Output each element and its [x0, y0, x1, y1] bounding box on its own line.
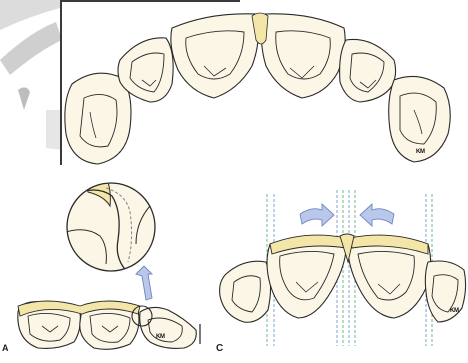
arrow-right-icon	[300, 204, 334, 226]
artist-signature: ΚΜ	[156, 334, 165, 340]
tooth-right-central-incisor	[261, 14, 345, 98]
tooth-left-central-incisor	[171, 14, 258, 98]
tooth-left-canine	[65, 73, 131, 164]
panel-label-c: C	[216, 343, 223, 354]
panel-label-a: A	[2, 343, 9, 353]
zoom-detail	[66, 172, 155, 276]
arch-facial-view	[220, 237, 466, 322]
arrow-up-icon	[136, 266, 152, 300]
tooth-right-lateral-incisor	[340, 39, 396, 102]
small-tooth-right-central	[140, 307, 197, 348]
arrow-left-icon	[360, 204, 394, 226]
tooth-right-lateral-incisor	[425, 261, 465, 322]
artist-signature: ΚΜ	[416, 149, 425, 155]
tooth-left-lateral-incisor	[220, 261, 271, 322]
artist-signature: ΚΜ	[450, 308, 459, 314]
